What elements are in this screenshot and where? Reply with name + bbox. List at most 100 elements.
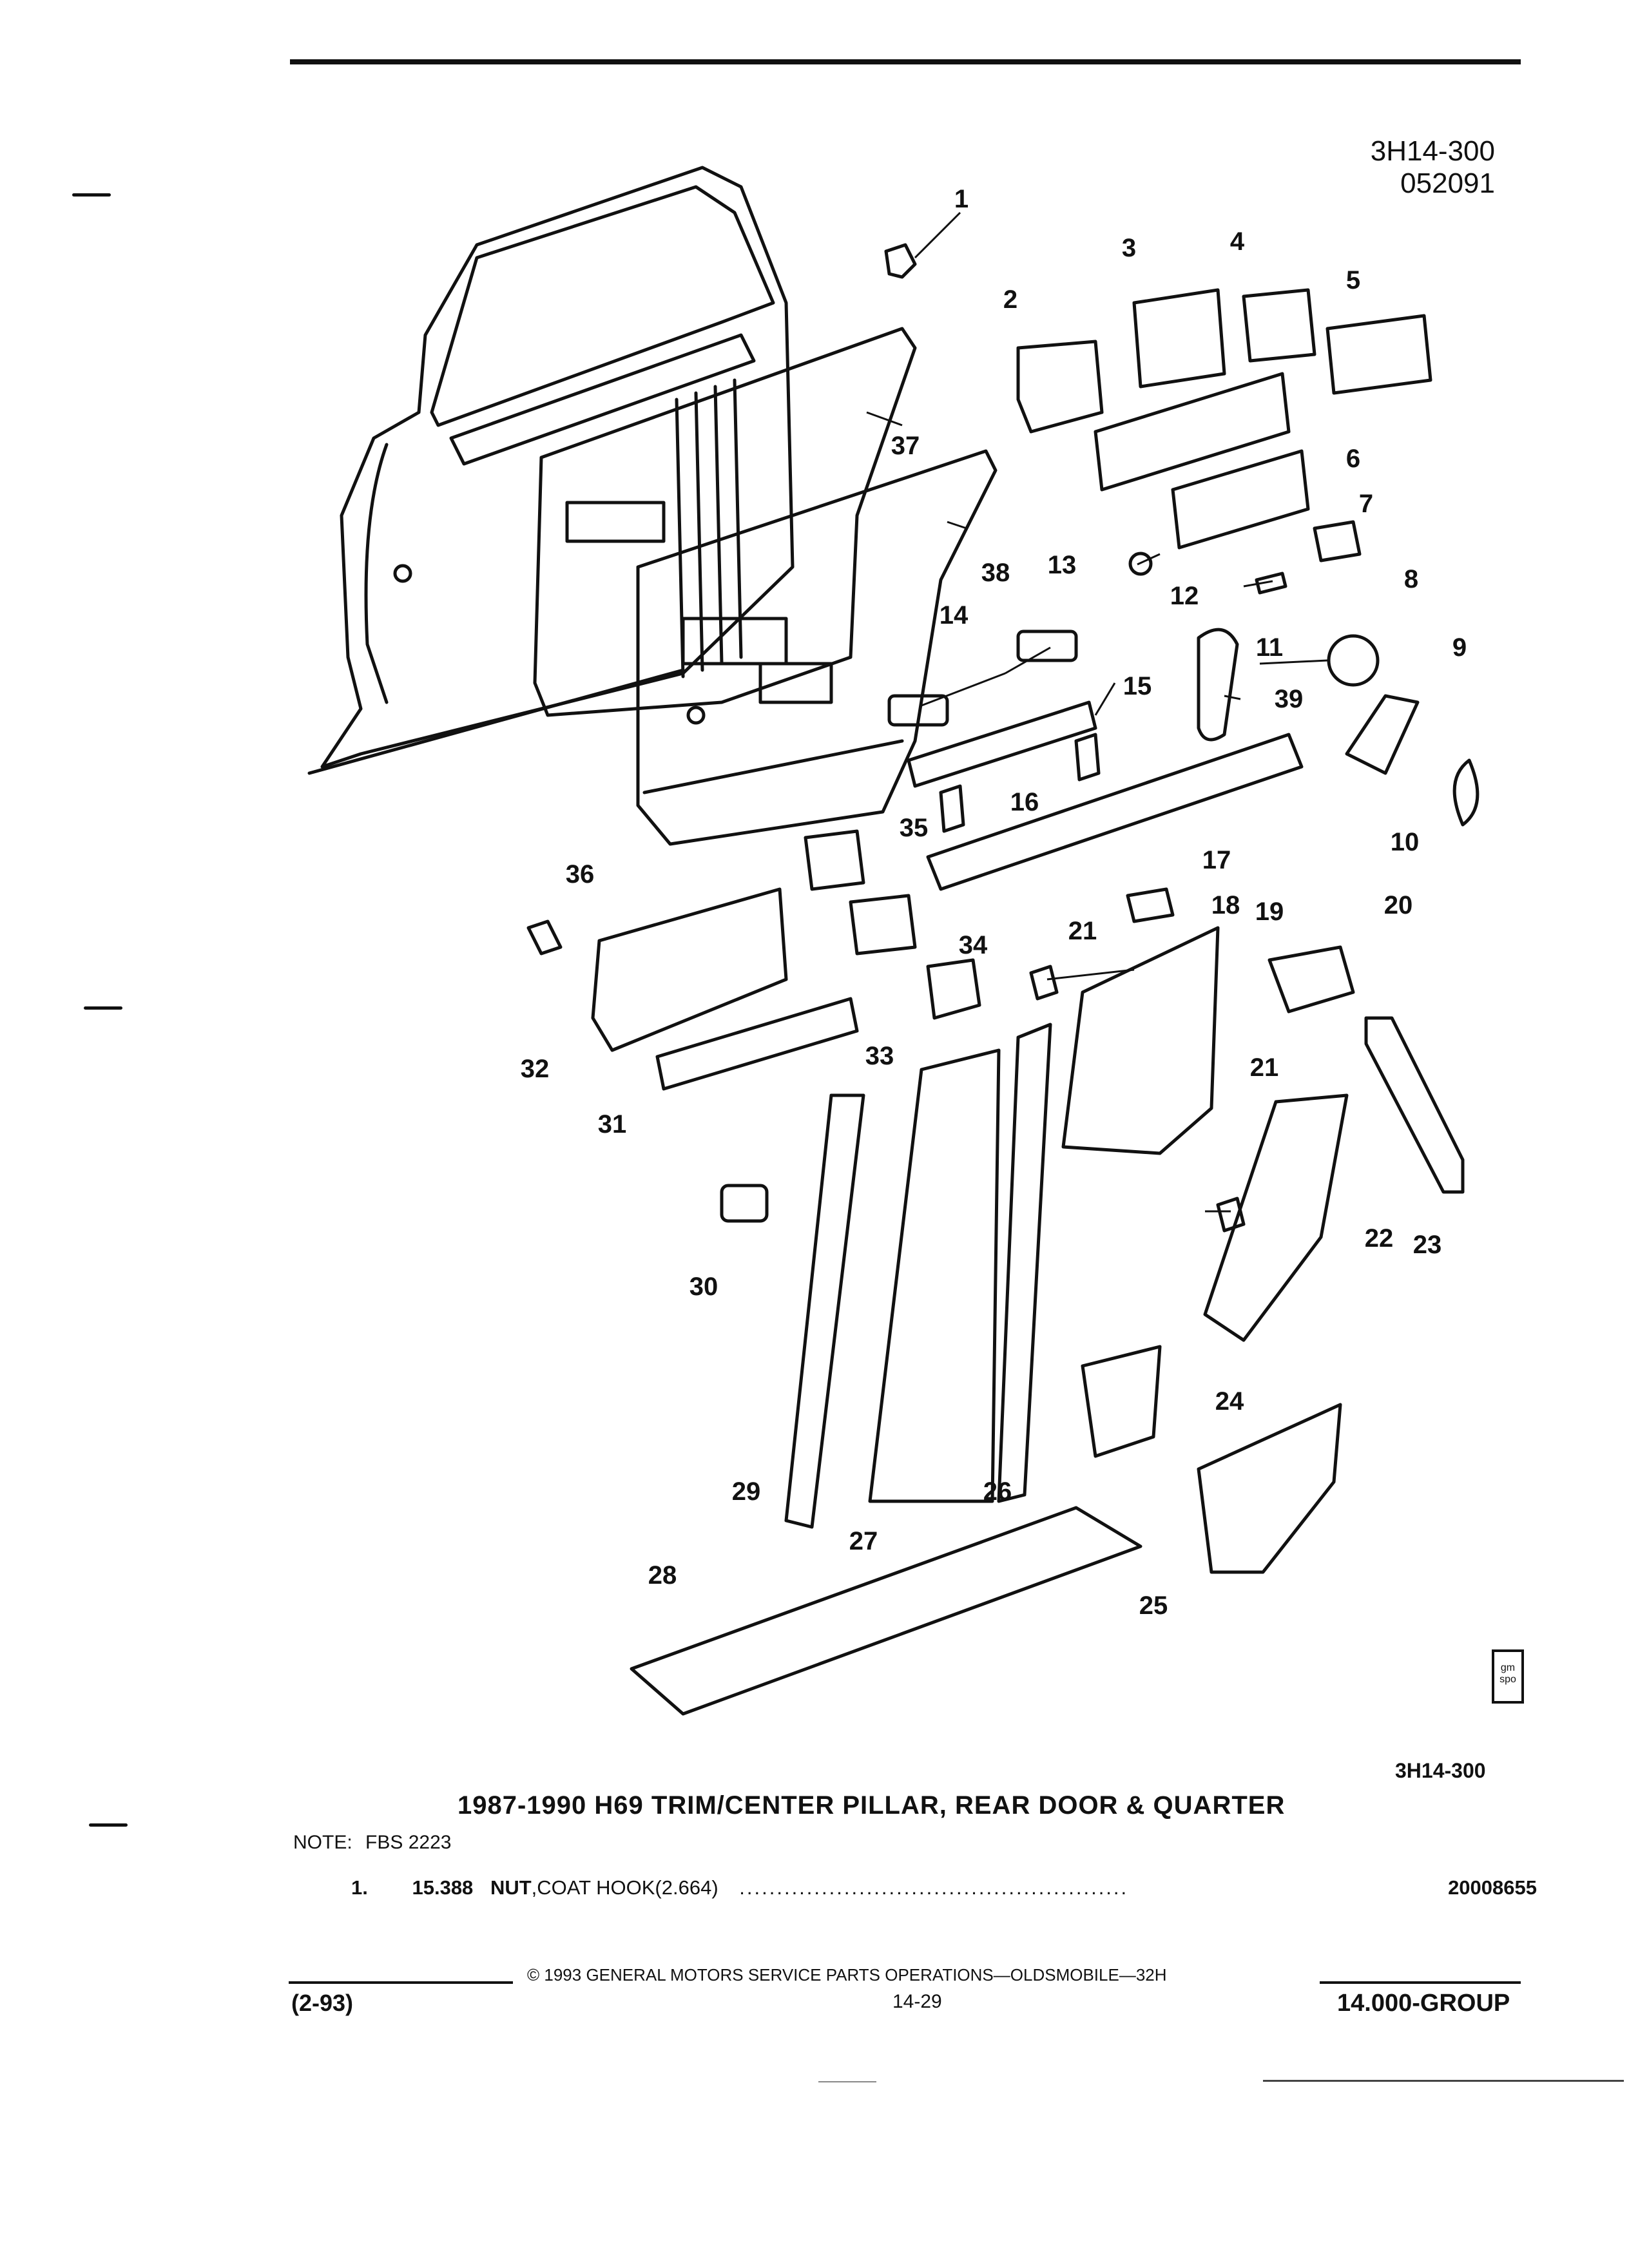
parts-list-row: 1. 15.388 NUT,COAT HOOK(2.664) .........… xyxy=(351,1876,1537,1899)
top-rule xyxy=(290,59,1521,64)
gm-spo-logo: gm spo xyxy=(1492,1649,1524,1704)
callout-38: 38 xyxy=(981,559,1010,587)
callout-17: 17 xyxy=(1202,846,1231,874)
part-39-speaker-grille xyxy=(1197,628,1239,742)
leader-lines xyxy=(866,211,1328,1213)
part-8-knob xyxy=(1313,520,1362,562)
margin-mark xyxy=(89,1823,128,1827)
part-13-clip xyxy=(1128,552,1153,576)
door-trim-panel-38 xyxy=(636,449,998,846)
callout-2: 2 xyxy=(1003,285,1017,314)
part-16-clip xyxy=(939,733,1101,833)
part-33-bezel xyxy=(926,958,981,1020)
part-15-pull-handle xyxy=(907,700,1097,788)
callout-23: 23 xyxy=(1413,1231,1442,1259)
part-24-trim xyxy=(1081,1345,1162,1458)
row-index: 1. xyxy=(351,1876,368,1899)
part-19-trim xyxy=(1061,926,1220,1155)
part-14-retainer xyxy=(1016,629,1078,662)
callout-37: 37 xyxy=(891,432,920,460)
callout-19: 19 xyxy=(1255,898,1284,926)
callout-18: 18 xyxy=(1211,891,1240,919)
footer-rule-right xyxy=(1320,1981,1521,1984)
part-12-screw xyxy=(1255,572,1287,595)
note-label: NOTE: xyxy=(293,1832,352,1853)
callout-22: 22 xyxy=(1365,1224,1394,1253)
callout-36: 36 xyxy=(566,860,595,889)
part-4-plate xyxy=(1242,288,1316,363)
part-25-trim xyxy=(1197,1403,1342,1574)
callout-21-lower: 21 xyxy=(1250,1053,1279,1082)
part-6-bezel xyxy=(1094,372,1291,492)
footer-group: 14.000-GROUP xyxy=(1337,1990,1510,2017)
part-35-bezel xyxy=(804,829,865,891)
note-value: FBS 2223 xyxy=(365,1832,452,1853)
part-2-bezel xyxy=(1016,340,1104,434)
row-name: NUT xyxy=(490,1876,532,1899)
logo-line-2: spo xyxy=(1499,1674,1516,1685)
callout-39: 39 xyxy=(1275,685,1304,713)
footer-date-code: (2-93) xyxy=(291,1990,354,2016)
caption-title: 1987-1990 H69 TRIM/CENTER PILLAR, REAR D… xyxy=(458,1791,1286,1820)
callout-5: 5 xyxy=(1346,266,1360,294)
callout-32: 32 xyxy=(521,1055,550,1083)
callout-25: 25 xyxy=(1139,1591,1168,1620)
part-11-escutcheon xyxy=(1327,634,1380,687)
callout-26: 26 xyxy=(983,1477,1012,1506)
part-5-plate xyxy=(1325,314,1432,395)
callout-21-upper: 21 xyxy=(1068,917,1097,945)
footer-copyright: © 1993 GENERAL MOTORS SERVICE PARTS OPER… xyxy=(527,1965,1167,1984)
callout-24: 24 xyxy=(1215,1387,1244,1416)
diagram-date: 052091 xyxy=(1400,168,1495,199)
callout-31: 31 xyxy=(598,1110,627,1139)
footer-page-number: 14-29 xyxy=(892,1991,942,2012)
row-part-number: 20008655 xyxy=(1448,1876,1537,1899)
part-1-nut xyxy=(884,243,917,279)
callout-12: 12 xyxy=(1170,582,1199,610)
part-22-molding xyxy=(1203,1093,1349,1342)
caption-code: 3H14-300 xyxy=(1395,1759,1486,1782)
callout-6: 6 xyxy=(1346,445,1360,473)
logo-line-1: gm xyxy=(1500,1662,1516,1673)
part-17-armrest xyxy=(926,733,1304,891)
part-10-spring xyxy=(1452,758,1480,827)
part-7-bezel xyxy=(1171,449,1310,550)
part-9-handle xyxy=(1345,694,1420,775)
row-description: ,COAT HOOK(2.664) xyxy=(531,1876,718,1899)
callout-1: 1 xyxy=(954,185,969,213)
callout-11: 11 xyxy=(1256,633,1283,662)
callout-28: 28 xyxy=(648,1561,677,1590)
callout-7: 7 xyxy=(1359,490,1373,518)
footer-rule-left xyxy=(289,1981,513,1984)
scan-mark xyxy=(818,2081,876,2082)
callout-35: 35 xyxy=(900,814,929,842)
callout-9: 9 xyxy=(1452,633,1467,662)
margin-mark xyxy=(84,1006,122,1010)
part-30-plug xyxy=(720,1184,769,1223)
row-leader: ........................................… xyxy=(739,1876,1129,1899)
callout-27: 27 xyxy=(849,1527,878,1555)
part-36-screw xyxy=(526,919,563,956)
part-21-screw xyxy=(1029,965,1059,1001)
part-21-screw xyxy=(1216,1196,1246,1233)
part-34-bezel xyxy=(849,894,917,956)
diagram-code-header: 3H14-300 052091 xyxy=(1327,135,1495,200)
callout-10: 10 xyxy=(1391,828,1420,856)
callout-4: 4 xyxy=(1230,227,1245,256)
part-29-weatherstrip xyxy=(784,1093,865,1529)
part-3-plate xyxy=(1132,288,1226,389)
part-20-bracket xyxy=(1268,945,1355,1014)
callout-14: 14 xyxy=(940,601,969,629)
callout-33: 33 xyxy=(865,1042,894,1070)
callout-20: 20 xyxy=(1384,891,1413,919)
door-trim-panel-37 xyxy=(533,327,917,717)
diagram-code: 3H14-300 xyxy=(1370,135,1495,167)
callout-30: 30 xyxy=(689,1273,718,1301)
note-line: NOTE: FBS 2223 xyxy=(293,1832,451,1854)
callout-3: 3 xyxy=(1122,234,1136,262)
callout-15: 15 xyxy=(1123,672,1152,700)
margin-mark xyxy=(72,193,111,197)
row-ref: 15.388 xyxy=(412,1876,474,1899)
part-28-sill-plate xyxy=(630,1506,1142,1716)
part-23-weatherstrip xyxy=(1364,1016,1465,1194)
